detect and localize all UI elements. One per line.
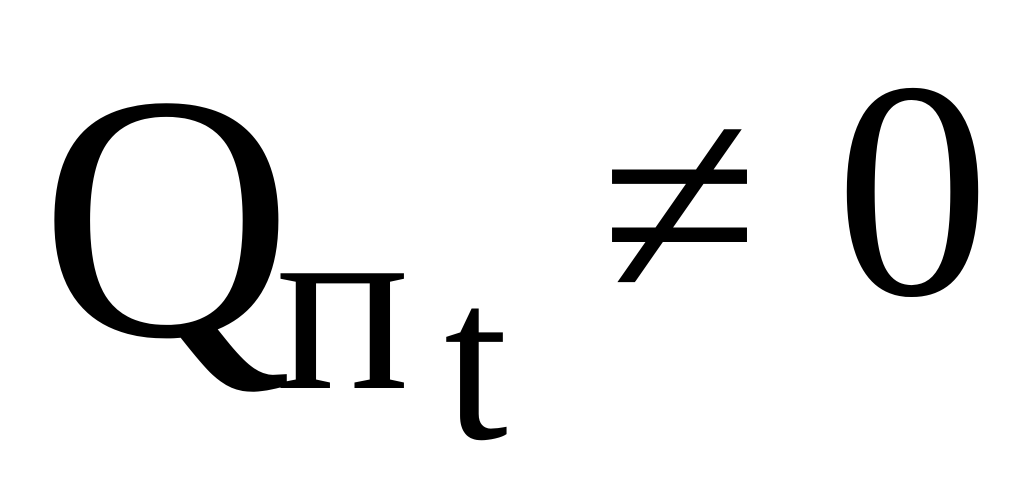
main-symbol: Q bbox=[40, 23, 293, 411]
subscript: п bbox=[276, 166, 410, 443]
not-equal-operator: ≠ bbox=[600, 44, 760, 365]
sub-subscript: t bbox=[444, 233, 508, 488]
right-hand-side: 0 bbox=[835, 19, 990, 362]
